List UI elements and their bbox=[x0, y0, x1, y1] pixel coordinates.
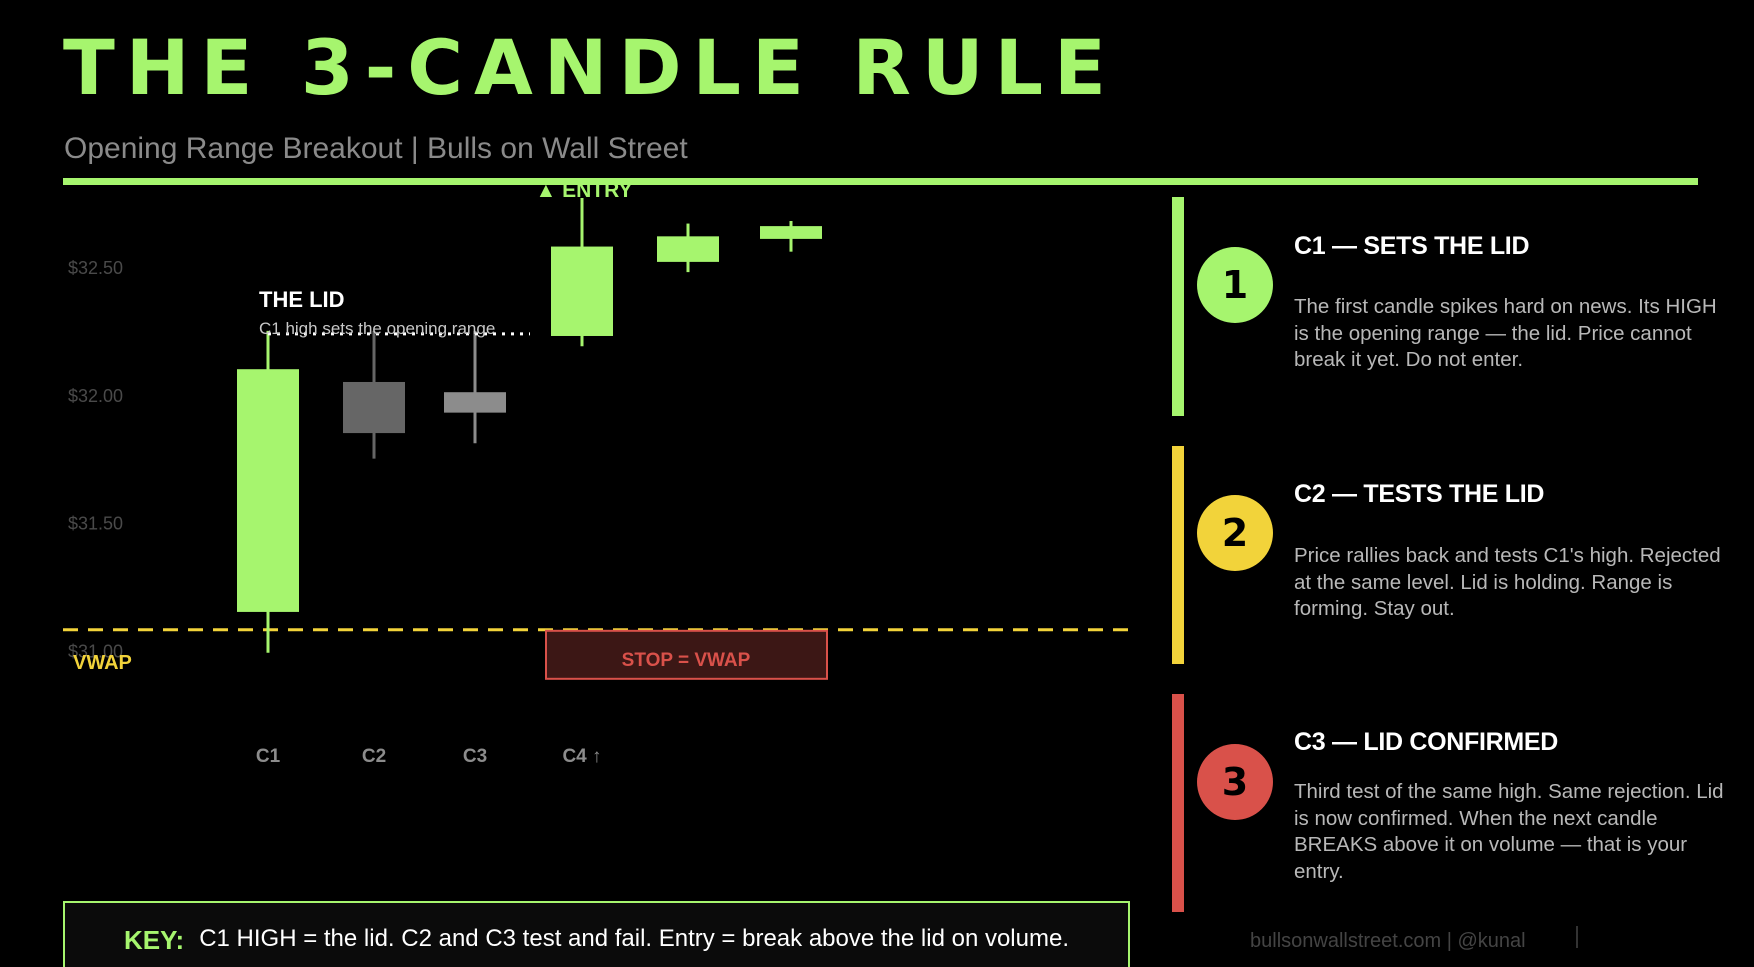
card-2-title: C2 — TESTS THE LID bbox=[1294, 480, 1545, 508]
x-tick-label: C4 ↑ bbox=[562, 746, 601, 767]
candle-6-body bbox=[760, 226, 822, 239]
footer-credit: bullsonwallstreet.com | @kunal bbox=[1250, 930, 1526, 952]
page-title: THE 3-CANDLE RULE bbox=[63, 23, 1117, 112]
lid-caption: C1 high sets the opening range bbox=[259, 319, 495, 338]
y-tick-label: $32.00 bbox=[68, 386, 123, 406]
candlestick-chart: $32.50 $32.00 $31.50 $31.00 THE LID C1 high s… bbox=[63, 179, 1130, 767]
x-tick-label: C3 bbox=[463, 746, 487, 767]
card-2-body: Price rallies back and tests C1's high. … bbox=[1294, 544, 1721, 620]
lid-label: THE LID bbox=[259, 287, 345, 312]
footer-divider bbox=[1576, 926, 1578, 948]
card-1-accent-bar bbox=[1172, 197, 1184, 416]
entry-label: ▲ ENTRY bbox=[535, 179, 632, 202]
vwap-label: VWAP bbox=[73, 652, 132, 674]
x-tick-label: C1 bbox=[256, 746, 281, 767]
stop-label: STOP = VWAP bbox=[622, 650, 751, 671]
key-box: KEY: C1 HIGH = the lid. C2 and C3 test a… bbox=[63, 901, 1130, 967]
candle-3-body bbox=[444, 392, 506, 413]
card-2-number-badge: 2 bbox=[1197, 495, 1273, 571]
y-tick-label: $31.50 bbox=[68, 514, 123, 534]
card-2-accent-bar bbox=[1172, 446, 1184, 664]
card-3-title: C3 — LID CONFIRMED bbox=[1294, 728, 1559, 756]
y-tick-label: $31.00 bbox=[68, 641, 123, 661]
card-3-number-badge: 3 bbox=[1197, 744, 1273, 820]
card-1-number-badge: 1 bbox=[1197, 247, 1273, 323]
candle-5-body bbox=[657, 236, 719, 262]
card-3-body: Third test of the same high. Same reject… bbox=[1294, 780, 1724, 883]
stop-box-rect bbox=[545, 629, 828, 680]
title-divider bbox=[63, 178, 1698, 185]
stop-box bbox=[545, 629, 828, 680]
key-text: C1 HIGH = the lid. C2 and C3 test and fa… bbox=[199, 925, 1069, 952]
card-1-title: C1 — SETS THE LID bbox=[1294, 232, 1530, 260]
x-tick-label: C2 bbox=[362, 746, 386, 767]
card-3-accent-bar bbox=[1172, 694, 1184, 912]
key-label: KEY: bbox=[123, 925, 185, 955]
candle-1-body bbox=[237, 369, 299, 612]
card-1-body: The first candle spikes hard on news. It… bbox=[1294, 295, 1717, 371]
page-subtitle: Opening Range Breakout | Bulls on Wall S… bbox=[64, 132, 688, 165]
y-tick-label: $32.50 bbox=[68, 258, 123, 278]
candle-2-body bbox=[343, 381, 405, 434]
candle-4-body bbox=[551, 246, 613, 336]
